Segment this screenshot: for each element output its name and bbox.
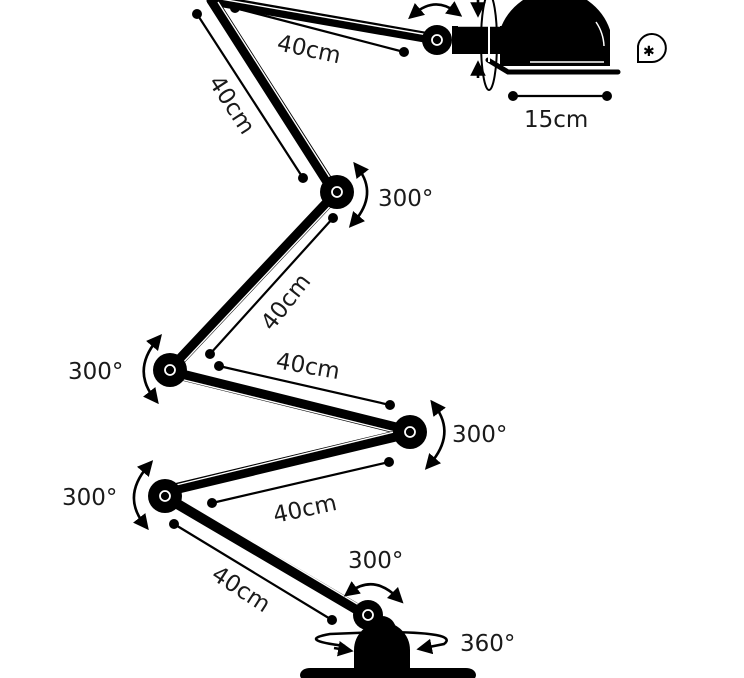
base-joint-rotation-label: 300°: [348, 548, 403, 574]
joint-3: [393, 415, 427, 449]
lamp-base: [300, 600, 476, 678]
joint-2-rotation-arrow-icon: [142, 334, 162, 405]
dimension-arm-4: [214, 361, 395, 410]
joint-3-rotation-arrow-icon: [424, 399, 446, 470]
arm-2-length-label: 40cm: [203, 71, 260, 139]
arm-6-length-label: 40cm: [207, 561, 275, 618]
lamp-head: [422, 0, 621, 91]
arm-4-length-label: 40cm: [274, 348, 342, 385]
arm-1: [206, 0, 436, 44]
joint-4-rotation-label: 300°: [62, 485, 117, 511]
dimension-arm-1: [230, 3, 409, 57]
joint-1: [320, 175, 354, 209]
dimension-arm-5: [207, 457, 394, 508]
joint-1-rotation-label: 300°: [378, 186, 433, 212]
joint-4-rotation-arrow-icon: [132, 460, 154, 531]
dimension-shade: [508, 91, 612, 101]
dimension-arm-3: [205, 213, 338, 359]
shade-width-label: 15cm: [524, 107, 588, 133]
dimension-arm-2: [192, 9, 308, 183]
base-swivel-arrow-icon: [314, 630, 448, 657]
arm-5-length-label: 40cm: [271, 490, 339, 529]
bulb-icon: ✱: [637, 33, 667, 63]
dimension-arm-6: [169, 519, 337, 625]
joint-4: [148, 479, 182, 513]
joint-2: [153, 353, 187, 387]
arm-2: [206, 0, 338, 194]
joint-2-rotation-label: 300°: [68, 359, 123, 385]
base-joint-rotation-arrow-icon: [343, 581, 404, 604]
joint-1-rotation-arrow-icon: [348, 161, 369, 228]
arm-3: [168, 190, 340, 372]
arm-3-length-label: 40cm: [256, 269, 316, 336]
svg-text:✱: ✱: [643, 44, 655, 60]
head-tilt-arrow-icon: [408, 0, 486, 78]
arm-4: [172, 368, 410, 436]
arm-5: [164, 428, 410, 496]
arm-1-length-label: 40cm: [275, 30, 343, 69]
base-swivel-label: 360°: [460, 631, 515, 657]
joint-3-rotation-label: 300°: [452, 422, 507, 448]
arm-6: [162, 492, 368, 618]
